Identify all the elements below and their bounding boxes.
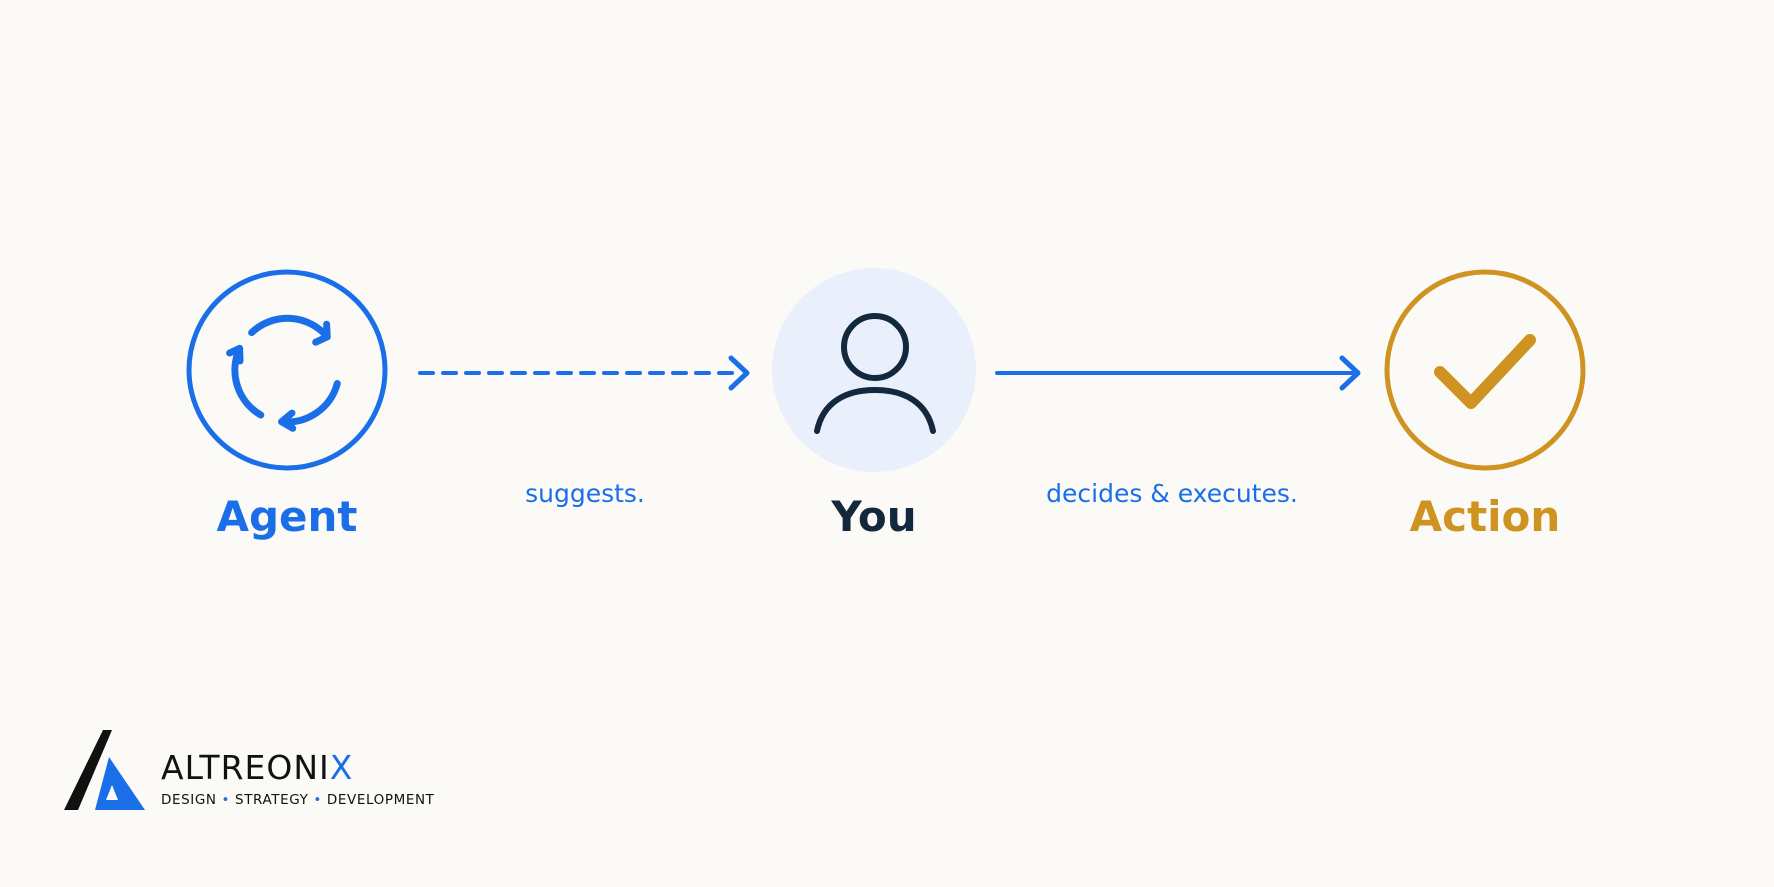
brand-logo: ALTREONIX DESIGN • STRATEGY • DEVELOPMEN…: [64, 730, 435, 810]
suggests-label: suggests.: [525, 479, 645, 508]
tagline-strategy: STRATEGY: [235, 792, 309, 808]
altreonix-logo-icon: [64, 730, 145, 810]
brand-name-accent: X: [330, 748, 354, 787]
you-label: You: [830, 492, 916, 541]
solid-arrow-head-icon: [1339, 355, 1361, 391]
you-node: You: [772, 268, 976, 541]
decides-executes-label: decides & executes.: [1046, 479, 1298, 508]
edge-you-to-action: decides & executes.: [995, 355, 1361, 508]
brand-name-main: ALTREONI: [161, 748, 330, 787]
checkmark-icon: [1434, 334, 1536, 409]
tagline-design: DESIGN: [161, 792, 217, 808]
refresh-cycle-icon: [226, 314, 341, 432]
action-circle: [1384, 269, 1586, 471]
user-icon: [814, 313, 936, 434]
dashed-arrow-head-icon: [728, 355, 750, 391]
action-node: Action: [1384, 269, 1586, 541]
brand-name: ALTREONIX: [161, 748, 353, 787]
action-label: Action: [1410, 492, 1561, 541]
agent-label: Agent: [216, 492, 357, 541]
agent-node: Agent: [186, 269, 388, 541]
tagline-development: DEVELOPMENT: [327, 792, 435, 808]
you-circle: [772, 268, 976, 472]
tagline-separator-1: •: [222, 792, 231, 808]
agent-circle: [186, 269, 388, 471]
edge-agent-to-you: suggests.: [418, 355, 750, 508]
brand-tagline: DESIGN • STRATEGY • DEVELOPMENT: [161, 792, 435, 808]
tagline-separator-2: •: [313, 792, 322, 808]
